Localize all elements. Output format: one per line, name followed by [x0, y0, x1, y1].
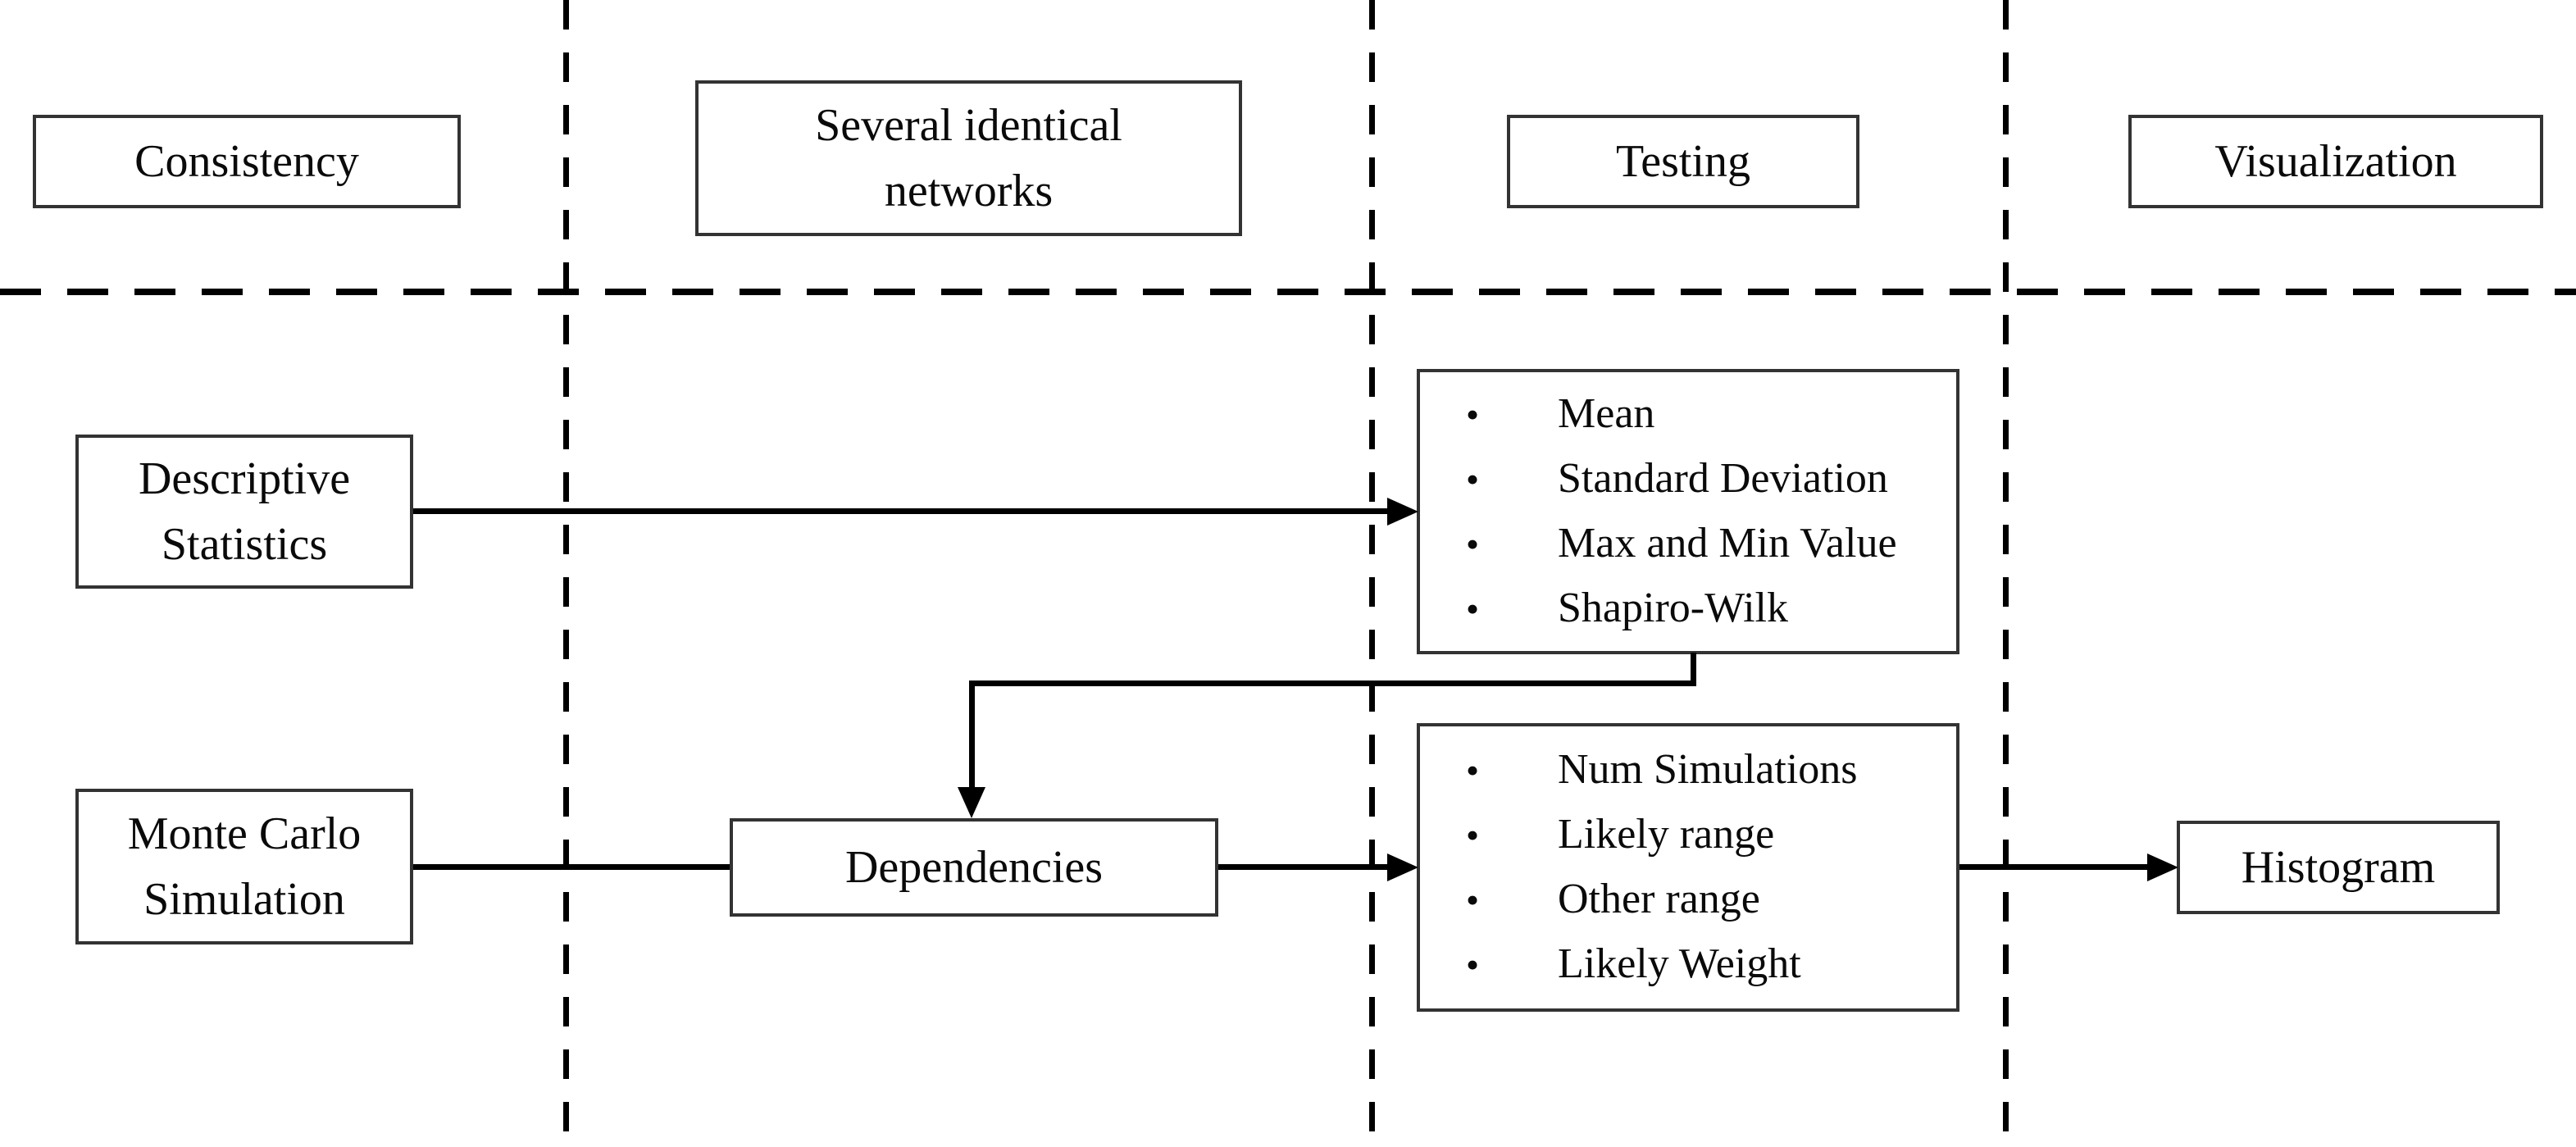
column-header-consistency: Consistency: [33, 115, 461, 208]
edge-dependencies-to-sim-list-line: [1218, 864, 1387, 870]
node-histogram: Histogram: [2177, 821, 2500, 914]
list-item-label: Likely Weight: [1558, 940, 1801, 987]
bullet-icon: •: [1466, 523, 1480, 565]
list-item: • Standard Deviation: [1420, 447, 1956, 512]
list-item-label: Standard Deviation: [1558, 455, 1888, 502]
bullet-icon: •: [1466, 749, 1480, 791]
column-divider-1: [563, 0, 569, 1147]
column-divider-3: [2003, 0, 2009, 1147]
bullet-icon: •: [1466, 944, 1480, 985]
stats-list: • Mean • Standard Deviation • Max and Mi…: [1420, 382, 1956, 641]
list-item: • Likely range: [1420, 803, 1956, 867]
column-divider-2: [1369, 0, 1375, 1147]
column-header-label: Visualization: [2214, 136, 2457, 187]
list-item: • Num Simulations: [1420, 738, 1956, 803]
node-label: Dependencies: [844, 842, 1104, 893]
edge-dependencies-to-sim-list-arrowhead-icon: [1387, 853, 1418, 881]
list-item-label: Mean: [1558, 390, 1655, 437]
header-row-divider: [0, 289, 2576, 295]
list-item-label: Likely range: [1558, 811, 1775, 858]
list-item-label: Shapiro-Wilk: [1558, 585, 1788, 631]
column-header-testing: Testing: [1507, 115, 1859, 208]
node-stats-list: • Mean • Standard Deviation • Max and Mi…: [1417, 369, 1959, 654]
list-item-label: Other range: [1558, 876, 1760, 922]
column-header-label-line2: networks: [884, 166, 1054, 216]
edge-stats-list-to-dependencies-arrowhead-icon: [958, 787, 985, 818]
node-monte-carlo-simulation: Monte Carlo Simulation: [75, 789, 413, 944]
edge-sim-list-to-histogram-line: [1959, 864, 2147, 870]
column-header-label: Testing: [1615, 136, 1751, 187]
column-header-several-identical-networks: Several identical networks: [695, 80, 1242, 236]
node-label: Histogram: [2241, 842, 2436, 893]
list-item: • Max and Min Value: [1420, 512, 1956, 576]
edge-descriptive-statistics-to-stats-list-arrowhead-icon: [1387, 498, 1418, 526]
sim-list: • Num Simulations • Likely range • Other…: [1420, 738, 1956, 997]
edge-stats-list-to-dependencies-segment-descend: [969, 680, 975, 789]
edge-descriptive-statistics-to-stats-list-line: [413, 508, 1387, 514]
node-label-line2: Statistics: [161, 519, 328, 570]
node-label-line1: Descriptive: [138, 453, 351, 504]
edge-stats-list-to-dependencies-segment-across: [969, 680, 1696, 686]
bullet-icon: •: [1466, 814, 1480, 856]
edge-monte-carlo-to-dependencies-line: [413, 864, 730, 870]
bullet-icon: •: [1466, 879, 1480, 921]
node-dependencies: Dependencies: [730, 818, 1218, 917]
bullet-icon: •: [1466, 458, 1480, 500]
edge-sim-list-to-histogram-arrowhead-icon: [2147, 853, 2178, 881]
node-label-line1: Monte Carlo: [127, 808, 362, 859]
node-label-line2: Simulation: [143, 874, 345, 925]
node-descriptive-statistics: Descriptive Statistics: [75, 435, 413, 589]
bullet-icon: •: [1466, 394, 1480, 435]
list-item-label: Num Simulations: [1558, 746, 1858, 793]
list-item: • Mean: [1420, 382, 1956, 447]
edge-stats-list-to-dependencies-segment-down: [1691, 653, 1696, 686]
column-header-label: Consistency: [134, 136, 359, 187]
node-sim-list: • Num Simulations • Likely range • Other…: [1417, 723, 1959, 1012]
list-item: • Other range: [1420, 867, 1956, 932]
list-item: • Shapiro-Wilk: [1420, 576, 1956, 641]
list-item: • Likely Weight: [1420, 932, 1956, 997]
column-header-label-line1: Several identical: [815, 100, 1122, 151]
list-item-label: Max and Min Value: [1558, 520, 1897, 567]
column-header-visualization: Visualization: [2128, 115, 2543, 208]
bullet-icon: •: [1466, 588, 1480, 630]
